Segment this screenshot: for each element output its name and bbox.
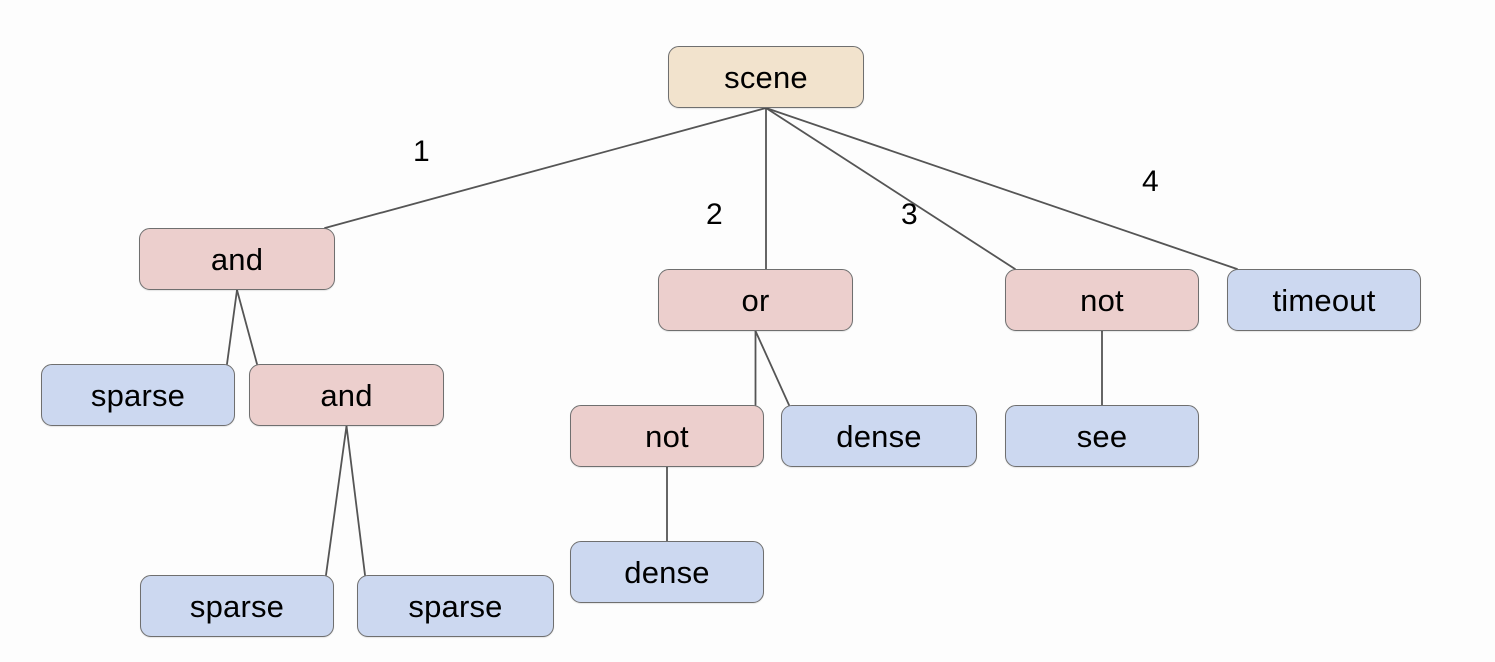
tree-node-label: and <box>210 241 264 277</box>
tree-edge <box>325 425 348 576</box>
tree-node-sparse1[interactable]: sparse <box>41 364 235 426</box>
tree-node-label: dense <box>624 554 710 590</box>
tree-node-dense1[interactable]: dense <box>781 405 977 467</box>
edge-label: 3 <box>901 198 918 231</box>
tree-node-timeout1[interactable]: timeout <box>1227 269 1421 331</box>
tree-node-scene[interactable]: scene <box>668 46 864 108</box>
edge-label: 4 <box>1142 165 1159 198</box>
tree-node-label: sparse <box>408 588 503 624</box>
tree-edge <box>754 330 790 406</box>
tree-node-not2[interactable]: not <box>570 405 764 467</box>
tree-node-label: sparse <box>189 588 285 624</box>
tree-edge <box>236 289 258 365</box>
tree-node-see1[interactable]: see <box>1005 405 1199 467</box>
tree-node-sparse2[interactable]: sparse <box>140 575 334 637</box>
tree-node-sparse3[interactable]: sparse <box>357 575 554 637</box>
tree-node-label: see <box>1076 418 1128 454</box>
tree-node-and2[interactable]: and <box>249 364 444 426</box>
tree-node-and1[interactable]: and <box>139 228 335 290</box>
tree-node-label: scene <box>724 59 808 95</box>
tree-node-label: sparse <box>90 377 186 413</box>
tree-edge <box>324 107 767 229</box>
tree-node-label: timeout <box>1272 282 1376 318</box>
tree-node-dense2[interactable]: dense <box>570 541 764 603</box>
tree-edge <box>765 107 1016 270</box>
tree-edge <box>765 107 1238 270</box>
tree-node-label: or <box>741 282 770 318</box>
tree-node-label: and <box>320 377 373 413</box>
tree-node-label: dense <box>836 418 922 454</box>
tree-node-not1[interactable]: not <box>1005 269 1199 331</box>
tree-node-label: not <box>1080 282 1124 318</box>
tree-node-label: not <box>645 418 689 454</box>
tree-edge <box>226 289 238 365</box>
edge-label: 2 <box>706 198 723 231</box>
edge-label: 1 <box>413 135 430 168</box>
tree-node-or1[interactable]: or <box>658 269 853 331</box>
tree-edge <box>345 425 366 576</box>
